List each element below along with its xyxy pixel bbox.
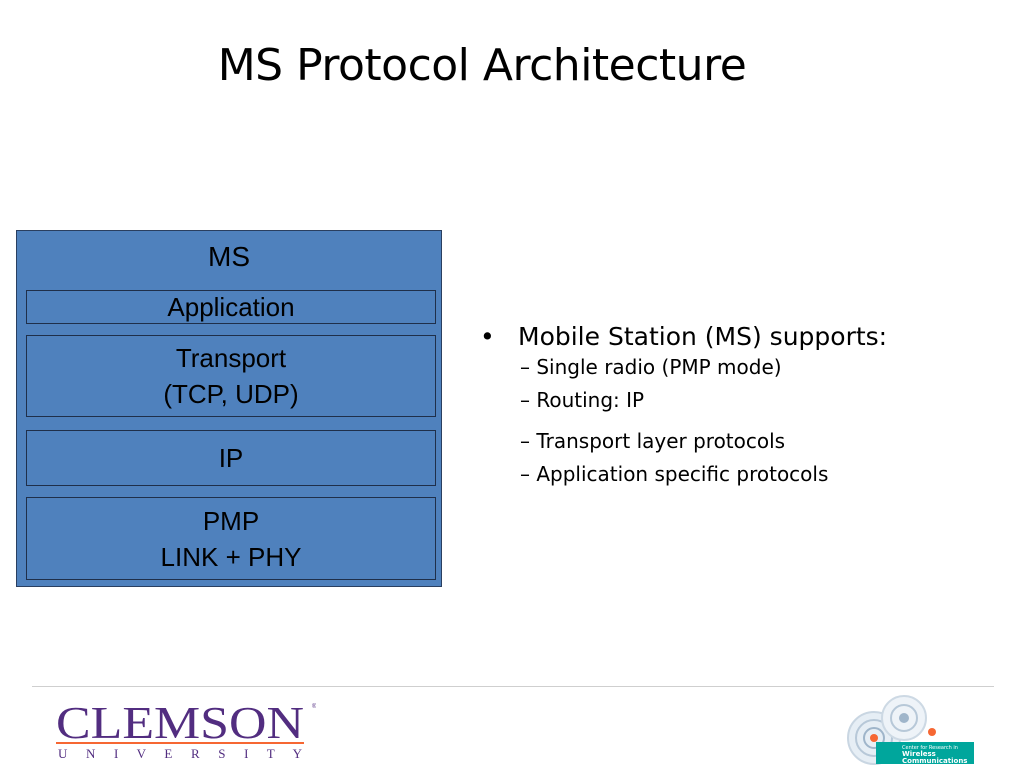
layer-transport-label: Transport	[175, 343, 287, 373]
layer-link-label: PMP	[202, 505, 260, 536]
protocol-stack-diagram: MS Application Transport (TCP, UDP) IP P…	[16, 230, 442, 587]
bullet-dot-icon: •	[480, 322, 495, 351]
bullet-sub-4: – Application specific protocols	[520, 462, 829, 486]
clemson-logo: CLEMSON ® U N I V E R S I T Y	[56, 698, 316, 760]
slide-title: MS Protocol Architecture	[217, 40, 747, 91]
layer-application: Application	[26, 290, 436, 324]
bullet-sub-3: – Transport layer protocols	[520, 429, 786, 453]
wireless-logo-line-1: Center for Research in	[902, 745, 958, 751]
wireless-center-logo: Center for Research in Wireless Communic…	[847, 695, 974, 765]
bullet-sub-1: – Single radio (PMP mode)	[520, 355, 782, 379]
svg-text:®: ®	[312, 703, 316, 710]
bullet-sub-2: – Routing: IP	[520, 388, 645, 412]
footer-divider	[32, 686, 994, 687]
wireless-logo-line-3: Communications	[902, 757, 967, 765]
layer-ip: IP	[26, 430, 436, 486]
bullet-list: • Mobile Station (MS) supports: – Single…	[480, 322, 1000, 491]
layer-transport: Transport (TCP, UDP)	[26, 335, 436, 417]
clemson-wordmark: CLEMSON	[56, 698, 304, 748]
layer-link-phy: PMP LINK + PHY	[26, 497, 436, 580]
clemson-university-text: U N I V E R S I T Y	[58, 746, 303, 760]
bullet-main-text: Mobile Station (MS) supports:	[518, 322, 888, 351]
layer-transport-sublabel: (TCP, UDP)	[163, 379, 299, 409]
layer-application-label: Application	[167, 292, 295, 322]
layer-ip-label: IP	[218, 443, 244, 473]
layer-link-sublabel: LINK + PHY	[160, 541, 302, 572]
stack-heading: MS	[208, 241, 250, 272]
wireless-logo-line-2: Wireless	[902, 750, 936, 758]
bullet-main: • Mobile Station (MS) supports:	[480, 322, 1000, 351]
